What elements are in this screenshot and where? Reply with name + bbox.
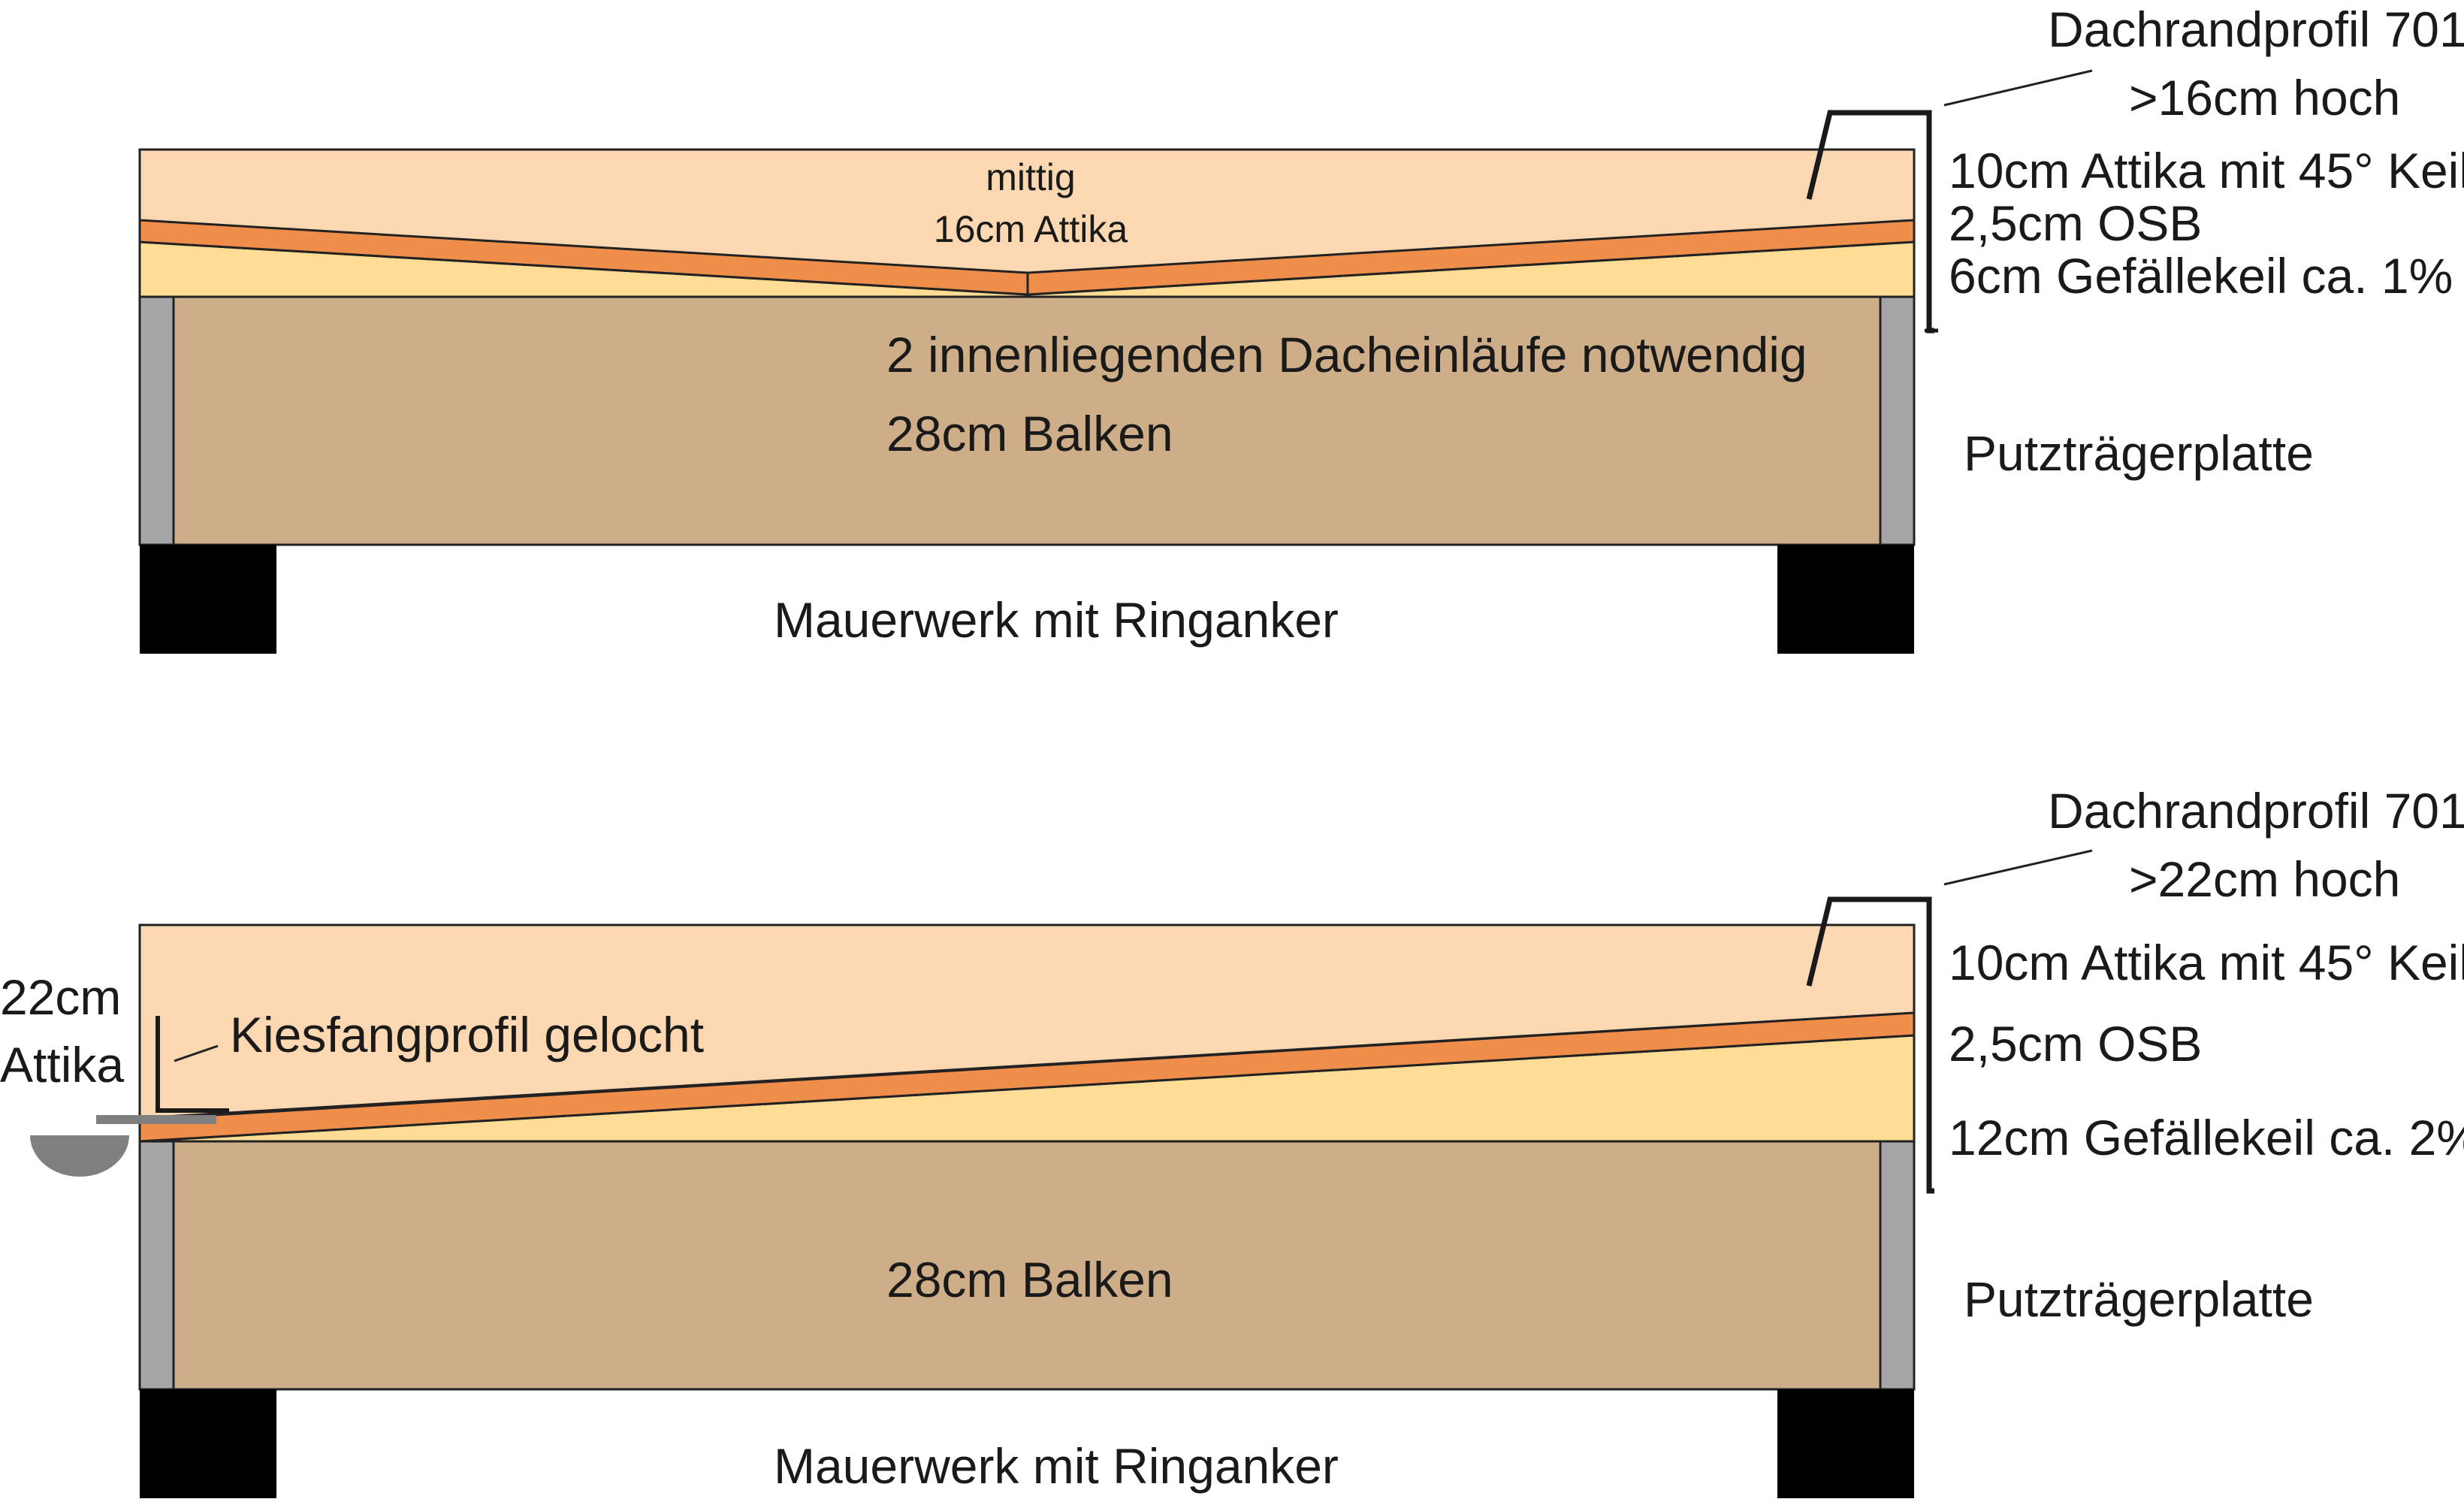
putztraegerplatte-label: Putzträgerplatte (1964, 425, 2314, 481)
balken-label: 28cm Balken (886, 1252, 1173, 1307)
dachrandprofil-leader (1943, 849, 2093, 886)
attika-keil-label: 10cm Attika mit 45° Keil (1949, 143, 2464, 198)
mauerwerk-left (140, 545, 276, 654)
mittig-label: mittig (986, 156, 1075, 198)
osb-layer-edge (138, 1011, 1916, 1143)
attika-left-label-1: 22cm (0, 969, 121, 1025)
mittig-attika-label: 16cm Attika (934, 208, 1128, 250)
gefaellekeil-label: 12cm Gefällekeil ca. 2% (1949, 1110, 2464, 1165)
balken-layer (138, 1140, 1916, 1391)
section-bottom: Dachrandprofil 7016 >22cm hoch 10cm Atti… (0, 783, 2464, 1498)
putztraegerplatte-left (138, 1140, 175, 1391)
hoehe-label: >16cm hoch (2129, 70, 2400, 125)
osb-label: 2,5cm OSB (1949, 1016, 2202, 1071)
attika-keil-label: 10cm Attika mit 45° Keil (1949, 935, 2464, 990)
mauerwerk-label: Mauerwerk mit Ringanker (774, 592, 1339, 648)
dachrandprofil-icon (1806, 896, 1934, 1194)
osb-label: 2,5cm OSB (1949, 195, 2202, 251)
balken-label: 28cm Balken (886, 406, 1173, 461)
dachrandprofil-label: Dachrandprofil 7016 (2048, 783, 2464, 839)
kiesfangprofil-leader (174, 1044, 219, 1062)
section-top: Dachrandprofil 7016 >16cm hoch 10cm Atti… (138, 2, 2464, 654)
dacheinlaeufe-label: 2 innenliegenden Dacheinläufe notwendig (886, 327, 1807, 382)
mauerwerk-right (1777, 1389, 1914, 1498)
dachrandprofil-leader (1943, 69, 2093, 107)
putztraegerplatte-label: Putzträgerplatte (1964, 1271, 2314, 1327)
putztraegerplatte-right (1879, 1140, 1916, 1391)
mauerwerk-left (140, 1389, 276, 1498)
hoehe-label: >22cm hoch (2129, 851, 2400, 907)
dachrandprofil-label: Dachrandprofil 7016 (2048, 2, 2464, 57)
kiesfangprofil-label: Kiesfangprofil gelocht (230, 1007, 704, 1062)
mauerwerk-label: Mauerwerk mit Ringanker (774, 1438, 1339, 1494)
kiesfangprofil-icon (156, 1016, 229, 1113)
rinne-hook-icon (96, 1115, 216, 1124)
gefaellekeil-label: 6cm Gefällekeil ca. 1% (1949, 248, 2453, 304)
putztraegerplatte-left (138, 295, 175, 546)
dachrinne-icon (30, 1135, 129, 1177)
mauerwerk-right (1777, 545, 1914, 654)
putztraegerplatte-right (1879, 295, 1916, 546)
attika-left-label-2: Attika (0, 1037, 124, 1093)
